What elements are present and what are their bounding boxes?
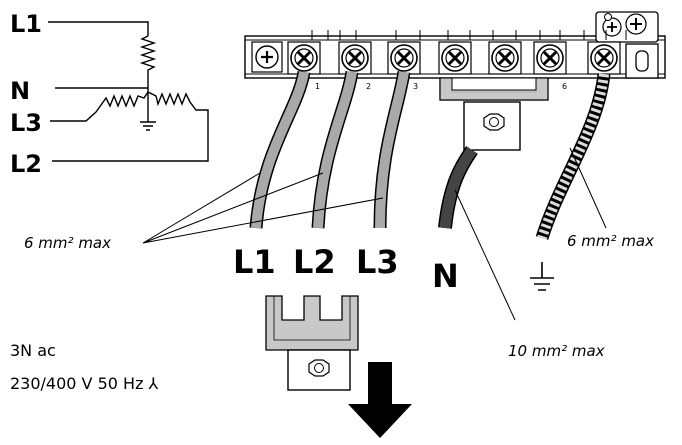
terminal-number: 2 (366, 82, 371, 91)
wire-neutral (439, 146, 477, 229)
terminal-screw-icon (387, 41, 421, 75)
star-earth-symbol (140, 92, 156, 131)
star-connection-schematic (48, 21, 209, 162)
l3-coil (50, 91, 149, 122)
l2-coil (52, 91, 209, 162)
wires (249, 70, 611, 240)
supply-rating: 230/400 V 50 Hz ⅄ (10, 374, 159, 393)
terminal-screw-icon (338, 41, 372, 75)
neutral-bridge-plate (439, 77, 549, 151)
wire-label-n: N (432, 257, 459, 295)
terminal-screw-icon (533, 41, 567, 75)
wire-label-l2: L2 (293, 243, 336, 281)
loose-bridge-piece (265, 295, 359, 391)
wire-earth (537, 73, 609, 240)
supply-type: 3N ac (10, 341, 56, 360)
wire-label-l1: L1 (233, 243, 276, 281)
phase-label-l1: L1 (10, 10, 42, 38)
earth-bracket (595, 11, 659, 43)
down-arrow-icon (348, 362, 412, 438)
wire-l3 (375, 71, 409, 229)
earth-wire-size-label: 6 mm² max (567, 232, 654, 250)
wire-l2 (313, 71, 357, 229)
earth-terminal-screw-icon (587, 41, 621, 75)
phase-label-n: N (10, 77, 30, 105)
phase-label-l3: L3 (10, 109, 42, 137)
callout-lines (142, 147, 607, 321)
terminal-screw-icon (287, 41, 321, 75)
wire-l1 (251, 71, 309, 229)
terminal-screws (287, 41, 621, 75)
terminal-number: 3 (413, 82, 418, 91)
terminal-screw-icon (438, 41, 472, 75)
neutral-wire-size-label: 10 mm² max (508, 342, 605, 360)
phase-label-l2: L2 (10, 150, 42, 178)
l1-coil (139, 35, 157, 92)
terminal-number: 6 (562, 82, 567, 91)
phase-wire-size-label: 6 mm² max (24, 234, 111, 252)
terminal-screw-icon (488, 41, 522, 75)
terminal-number: 1 (315, 82, 320, 91)
earth-symbol (530, 262, 554, 291)
wire-label-l3: L3 (356, 243, 399, 281)
mount-screw-icon (251, 41, 283, 73)
l1-line (48, 21, 149, 36)
